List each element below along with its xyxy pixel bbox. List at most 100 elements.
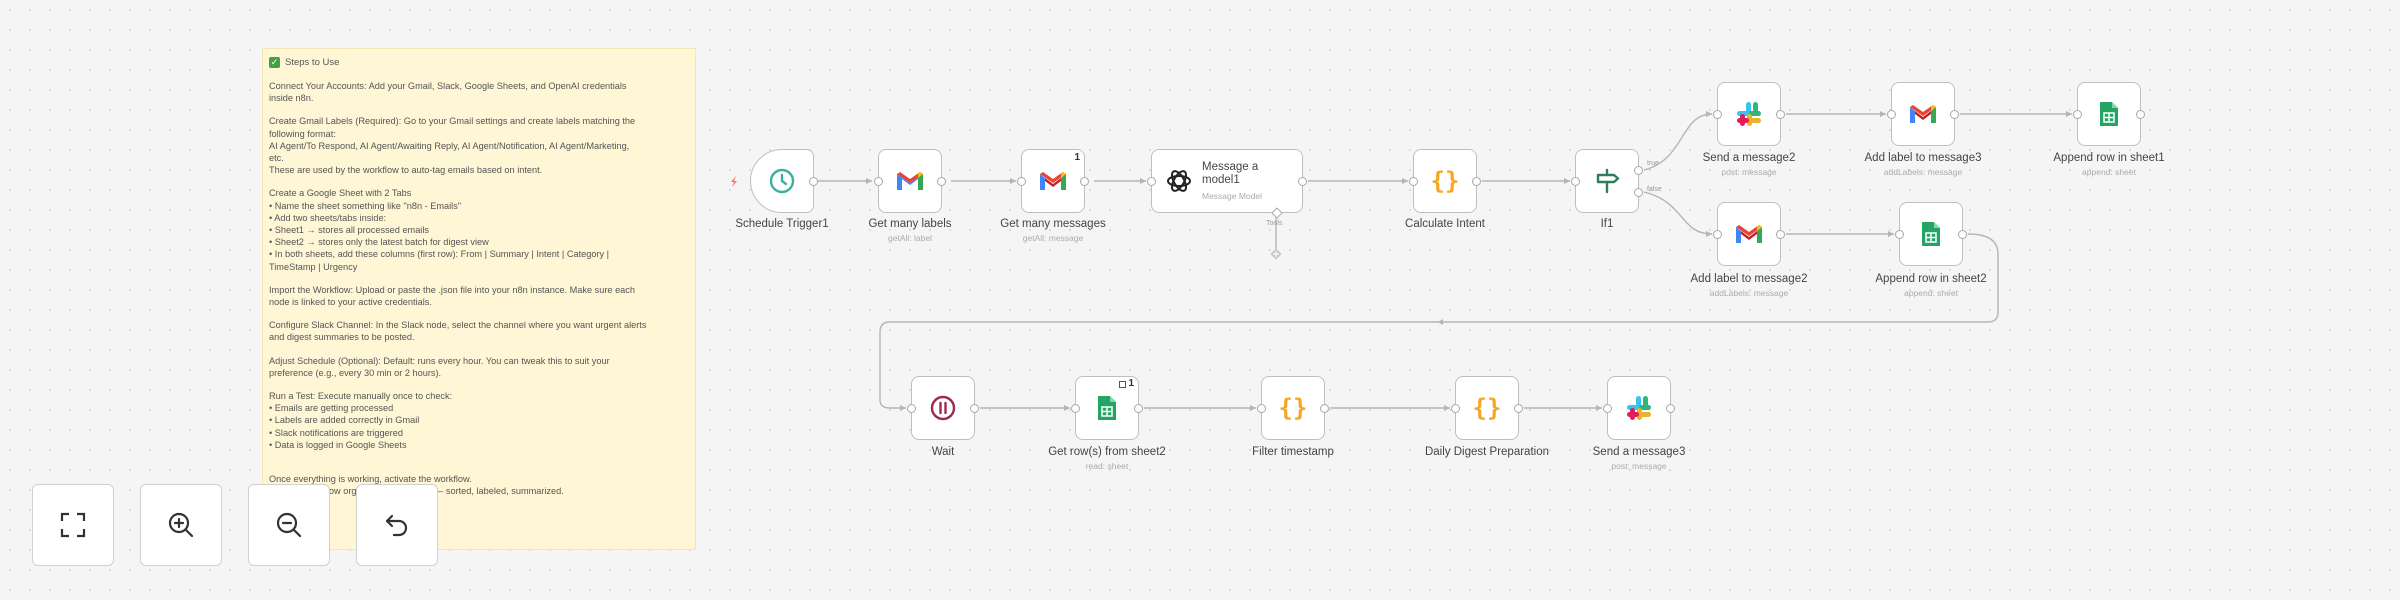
node-title: Wait — [931, 446, 955, 458]
node-subtitle: getAll: message — [1022, 233, 1084, 243]
node-subtitle: append: sheet — [1904, 288, 1958, 298]
input-port[interactable] — [1887, 110, 1896, 119]
input-port[interactable] — [1451, 404, 1460, 413]
tools-label: Tools — [1266, 220, 1283, 227]
true-branch-label: true — [1647, 160, 1660, 167]
input-port[interactable] — [1017, 177, 1026, 186]
false-output-port[interactable] — [1634, 188, 1643, 197]
node-title: Filter timestamp — [1252, 446, 1334, 458]
node-subtitle: append: sheet — [2082, 167, 2136, 177]
true-output-port[interactable] — [1634, 166, 1643, 175]
node-filter-timestamp[interactable]: {} — [1257, 376, 1329, 440]
input-port[interactable] — [874, 177, 883, 186]
tools-connector[interactable] — [1270, 248, 1282, 260]
input-port[interactable] — [1409, 177, 1418, 186]
node-subtitle: post: message — [1611, 461, 1667, 471]
sticky-note-line: AI Agent/To Respond, AI Agent/Awaiting R… — [269, 140, 630, 151]
sticky-note-line: • In both sheets, add these columns (fir… — [269, 249, 610, 260]
output-port[interactable] — [1320, 404, 1329, 413]
sticky-note-line: Run a Test: Execute manually once to che… — [269, 391, 453, 402]
input-port[interactable] — [1603, 404, 1612, 413]
sticky-note-line: Your inbox is now organized in real-time… — [269, 486, 564, 497]
node-daily-digest-preparation[interactable]: {} — [1451, 376, 1523, 440]
sticky-note-line: These are used by the workflow to auto-t… — [269, 165, 543, 176]
sticky-note-line — [269, 379, 689, 390]
node-calculate-intent[interactable]: {} — [1409, 149, 1481, 213]
output-port[interactable] — [1666, 404, 1675, 413]
node-append-row-in-sheet2[interactable] — [1895, 202, 1967, 266]
output-port[interactable] — [1776, 230, 1785, 239]
node-get-many-labels[interactable] — [874, 149, 946, 213]
node-send-a-message3[interactable] — [1603, 376, 1675, 440]
zoom-out-icon — [276, 512, 302, 538]
fit-view-icon — [60, 512, 86, 538]
sticky-note-line — [269, 273, 689, 284]
pinned-data-icon — [1119, 381, 1126, 388]
output-port[interactable] — [1958, 230, 1967, 239]
node-append-row-in-sheet1[interactable] — [2073, 82, 2145, 146]
node-add-label-to-message3[interactable] — [1887, 82, 1959, 146]
output-port[interactable] — [809, 177, 818, 186]
input-port[interactable] — [1895, 230, 1904, 239]
run-count-badge: 1 — [1074, 152, 1080, 163]
zoom-in-button[interactable] — [140, 484, 222, 566]
node-message-a-model[interactable]: Message a model1 Message Model — [1147, 149, 1307, 219]
node-send-a-message2[interactable] — [1713, 82, 1785, 146]
node-title: Append row in sheet2 — [1875, 273, 1987, 285]
openai-icon — [1167, 170, 1191, 192]
sticky-note-line — [269, 104, 689, 115]
input-port[interactable] — [1571, 177, 1580, 186]
output-port[interactable] — [1514, 404, 1523, 413]
sticky-note-line: • Sheet1 → stores all processed emails — [269, 225, 429, 236]
node-if1[interactable] — [1571, 149, 1643, 213]
node-get-many-messages[interactable]: 1 — [1017, 149, 1089, 213]
input-port[interactable] — [1257, 404, 1266, 413]
zoom-in-icon — [168, 512, 194, 538]
output-port[interactable] — [2136, 110, 2145, 119]
input-port[interactable] — [1071, 404, 1080, 413]
sticky-note-line: • Data is logged in Google Sheets — [269, 439, 407, 450]
reset-zoom-button[interactable] — [356, 484, 438, 566]
sticky-note-line: preference (e.g., every 30 min or 2 hour… — [269, 367, 442, 378]
sticky-note-line: Create a Google Sheet with 2 Tabs — [269, 188, 412, 199]
sticky-note[interactable]: ✓ Steps to Use Connect Your Accounts: Ad… — [262, 48, 696, 550]
input-port[interactable] — [1713, 230, 1722, 239]
output-port[interactable] — [937, 177, 946, 186]
input-port[interactable] — [2073, 110, 2082, 119]
node-add-label-to-message2[interactable] — [1713, 202, 1785, 266]
output-port[interactable] — [1776, 110, 1785, 119]
branch-signpost-icon — [1596, 168, 1620, 194]
output-port[interactable] — [1298, 177, 1307, 186]
undo-icon — [385, 514, 408, 537]
gmail-icon — [1910, 105, 1936, 123]
sticky-note-line — [269, 462, 689, 473]
sticky-note-line: • Add two sheets/tabs inside: — [269, 212, 387, 223]
node-title: Calculate Intent — [1405, 218, 1485, 230]
node-wait[interactable] — [907, 376, 979, 440]
input-port[interactable] — [1147, 177, 1156, 186]
sticky-note-line: • Slack notifications are triggered — [269, 427, 403, 438]
output-port[interactable] — [970, 404, 979, 413]
node-subtitle: post: message — [1721, 167, 1777, 177]
output-port[interactable] — [1134, 404, 1143, 413]
pause-icon — [930, 395, 956, 421]
fit-view-button[interactable] — [32, 484, 114, 566]
node-get-rows-from-sheet2[interactable]: 1 — [1071, 376, 1143, 440]
node-title: Schedule Trigger1 — [735, 218, 829, 230]
sticky-note-line: inside n8n. — [269, 93, 314, 104]
sticky-note-line: • Emails are getting processed — [269, 403, 394, 414]
node-schedule-trigger[interactable] — [750, 149, 818, 213]
gmail-icon — [1736, 225, 1762, 243]
edge-if-label2 — [1643, 191, 1713, 235]
input-port[interactable] — [907, 404, 916, 413]
output-port[interactable] — [1950, 110, 1959, 119]
sticky-note-line — [269, 176, 689, 187]
output-port[interactable] — [1080, 177, 1089, 186]
input-port[interactable] — [1713, 110, 1722, 119]
zoom-out-button[interactable] — [248, 484, 330, 566]
node-title-line1: Message a — [1202, 161, 1259, 173]
output-port[interactable] — [1472, 177, 1481, 186]
sticky-note-line: node is linked to your active credential… — [269, 297, 432, 308]
